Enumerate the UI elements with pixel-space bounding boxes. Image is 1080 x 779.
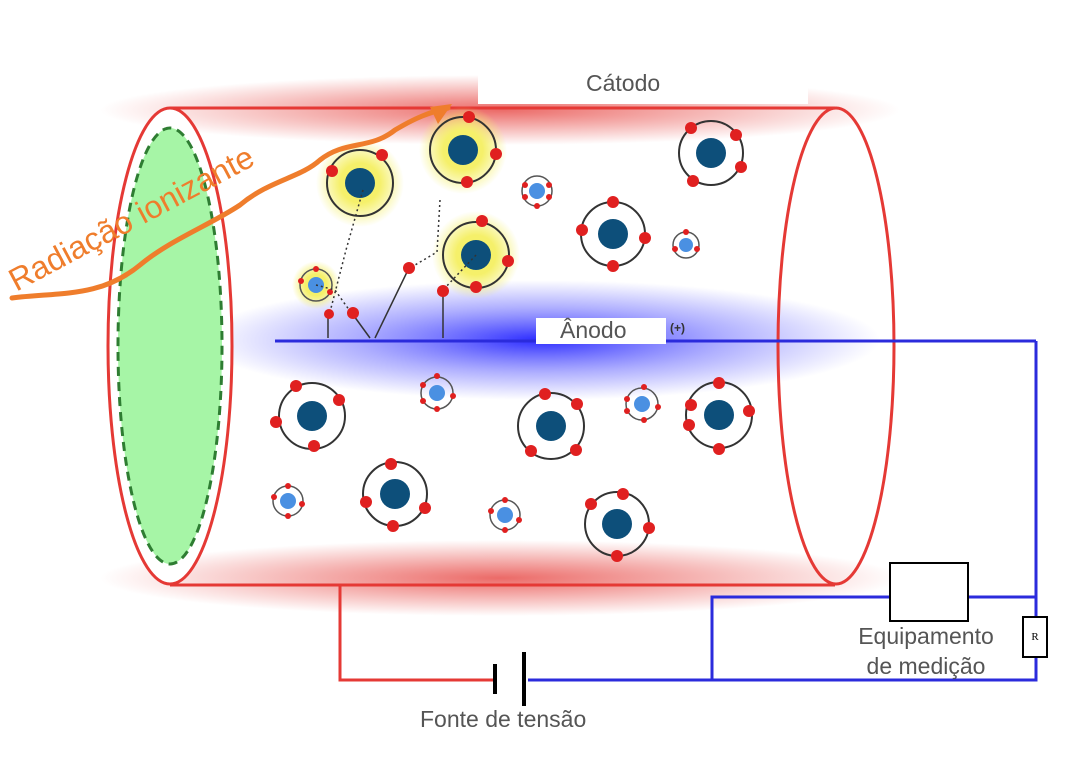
atom-large: [270, 380, 346, 452]
anode-sign: (+): [670, 321, 685, 335]
cathode-label: Cátodo: [586, 70, 661, 96]
atom-large: [678, 120, 747, 187]
atom-large: [576, 196, 651, 272]
atom-small: [521, 175, 553, 209]
atom-large: [517, 388, 585, 460]
anode-label: Ânodo: [560, 317, 627, 343]
atom-small: [672, 229, 700, 259]
radiation-track: [9, 105, 451, 301]
cathode-label-background: [478, 70, 808, 104]
circuit-wire-red: [338, 586, 493, 682]
atom-large: [683, 377, 755, 455]
voltage-source-label: Fonte de tensão: [420, 706, 587, 732]
electron-drift-paths: [315, 189, 477, 339]
radiation-arrow-head: [430, 104, 452, 124]
free-electrons: [324, 262, 449, 319]
atom-large: [360, 458, 431, 532]
cathode-glow-bottom: [100, 540, 900, 616]
atom-small: [420, 373, 456, 412]
cylinder-right-end: [776, 106, 896, 586]
ion-glowing: [316, 139, 404, 227]
atom-small: [624, 384, 661, 423]
measurement-label: Equipamento de medição: [858, 623, 994, 679]
atom-small: [271, 483, 305, 519]
atom-large: [584, 488, 655, 562]
meter-wire: [710, 595, 889, 680]
entrance-window: [116, 126, 224, 566]
circuit-wire-blue: [528, 341, 1038, 682]
measurement-device: [889, 562, 969, 622]
ion-glowing: [419, 106, 507, 194]
atom-small: [488, 497, 522, 533]
anode-label-background: [536, 318, 666, 344]
resistor: R: [1022, 616, 1048, 658]
